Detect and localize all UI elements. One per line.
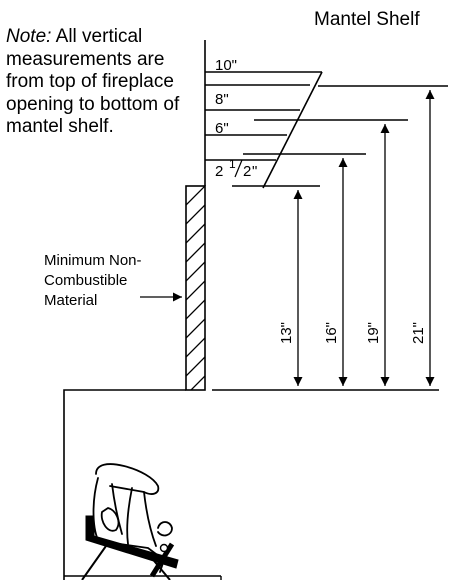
fireplace-outline bbox=[63, 389, 186, 580]
height-label-21: 21" bbox=[410, 322, 427, 344]
depth-label-8: 8" bbox=[215, 91, 229, 108]
material-label-line2: Combustible bbox=[44, 272, 128, 289]
depth-label-numerator: 1 bbox=[229, 157, 236, 171]
mantel-shelf-label: Mantel Shelf bbox=[314, 9, 420, 30]
non-combustible-material-label: Minimum Non- Combustible Material bbox=[44, 251, 194, 311]
depth-label-fraction-bar bbox=[234, 159, 243, 178]
height-label-19: 19" bbox=[365, 322, 382, 344]
non-combustible-strip bbox=[185, 185, 206, 391]
material-label-line3: Material bbox=[44, 292, 98, 309]
height-label-16: 16" bbox=[323, 322, 340, 344]
depth-label-10: 10" bbox=[215, 57, 237, 74]
depth-label-whole: 2 bbox=[215, 163, 223, 180]
note-body: All vertical measurements are from top o… bbox=[6, 26, 180, 137]
note-text: Note: All vertical measurements are from… bbox=[6, 26, 186, 139]
depth-label-2-half: 2 1 2 " bbox=[215, 157, 257, 180]
depth-label-6: 6" bbox=[215, 120, 229, 137]
note-label: Note: bbox=[6, 26, 52, 47]
andiron-icon bbox=[81, 515, 179, 580]
material-label-line1: Minimum Non- bbox=[44, 252, 142, 269]
mantel-shelf-front-edge bbox=[262, 71, 323, 189]
depth-label-unit: " bbox=[252, 163, 257, 180]
depth-label-denominator: 2 bbox=[243, 163, 251, 180]
height-label-13: 13" bbox=[278, 322, 295, 344]
